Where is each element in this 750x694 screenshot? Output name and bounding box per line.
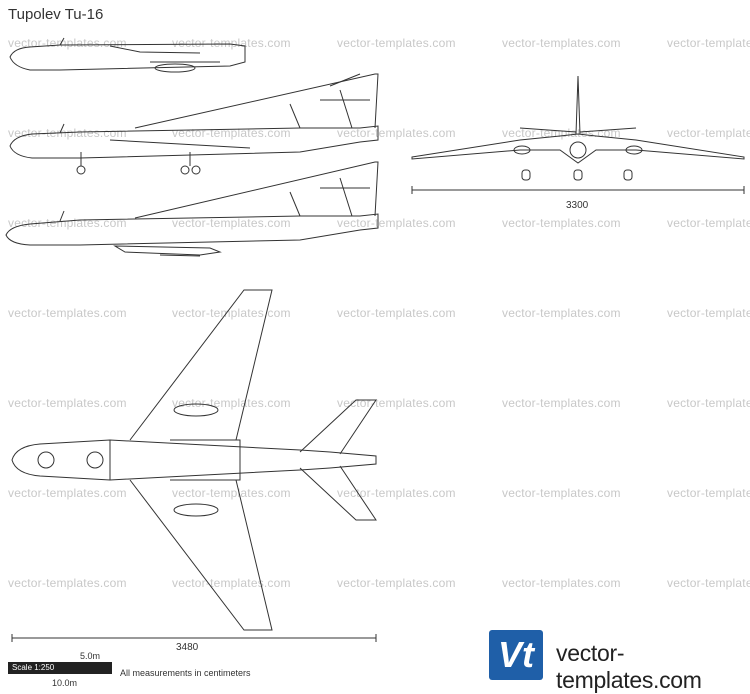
watermark-text: vector-templates.com	[337, 216, 456, 230]
watermark-text: vector-templates.com	[667, 306, 750, 320]
side-view-bottom	[5, 161, 379, 257]
watermark-text: vector-templates.com	[172, 486, 291, 500]
scale-bar	[8, 662, 112, 674]
plan-view	[11, 289, 377, 642]
wingspan-dimension: 3300	[566, 200, 589, 211]
side-view-top	[9, 37, 246, 73]
side-view-middle	[9, 73, 379, 175]
watermark-text: vector-templates.com	[502, 126, 621, 140]
scale-short-label: 5.0m	[80, 651, 101, 661]
watermark-text: vector-templates.com	[8, 306, 127, 320]
watermark-text: vector-templates.com	[172, 216, 291, 230]
scale-label: Scale 1:250	[12, 663, 55, 672]
watermark-text: vector-templates.com	[502, 216, 621, 230]
watermark-text: vector-templates.com	[667, 36, 750, 50]
units-note: All measurements in centimeters	[120, 668, 251, 678]
watermark-text: vector-templates.com	[337, 126, 456, 140]
watermark-text: vector-templates.com	[337, 306, 456, 320]
watermark-text: vector-templates.com	[502, 576, 621, 590]
watermark-text: vector-templates.com	[8, 486, 127, 500]
length-dimension: 3480	[176, 642, 199, 653]
front-view	[411, 75, 745, 194]
watermark-text: vector-templates.com	[337, 36, 456, 50]
watermark-text: vector-templates.com	[667, 216, 750, 230]
watermark-text: vector-templates.com	[8, 396, 127, 410]
watermark-text: vector-templates.com	[667, 576, 750, 590]
watermark-text: vector-templates.com	[337, 576, 456, 590]
watermark-text: vector-templates.com	[172, 576, 291, 590]
page-title: Tupolev Tu-16	[8, 6, 104, 23]
watermark-text: vector-templates.com	[667, 396, 750, 410]
watermark-text: vector-templates.com	[502, 306, 621, 320]
scale-long-label: 10.0m	[52, 678, 78, 688]
brand-logo: Vt	[489, 630, 543, 680]
watermark-text: vector-templates.com	[667, 486, 750, 500]
watermark-text: vector-templates.com	[337, 486, 456, 500]
watermark-text: vector-templates.com	[172, 36, 291, 50]
watermark-text: vector-templates.com	[8, 576, 127, 590]
brand-name: vector-templates.com	[556, 640, 702, 693]
watermark-text: vector-templates.com	[502, 36, 621, 50]
watermark-text: vector-templates.com	[667, 126, 750, 140]
watermark-text: vector-templates.com	[172, 306, 291, 320]
watermark-text: vector-templates.com	[502, 396, 621, 410]
watermark-text: vector-templates.com	[172, 396, 291, 410]
watermark-text: vector-templates.com	[502, 486, 621, 500]
